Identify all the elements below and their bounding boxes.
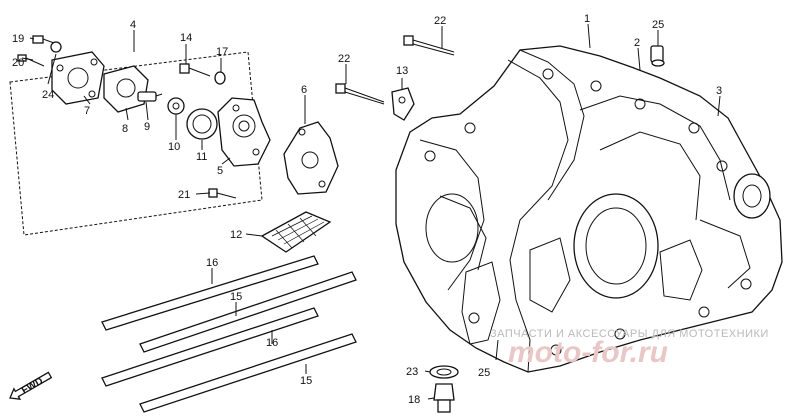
callout-6: 6 [301,84,307,96]
sealing-washer-23 [429,365,459,379]
fwd-direction-marker: FWD [9,371,53,400]
callout-5: 5 [217,165,223,177]
callout-3: 3 [716,85,722,97]
watermark: ЗАПЧАСТИ И АКСЕССУАРЫ ДЛЯ МОТОТЕХНИКИ mo… [490,328,769,369]
callout-7: 7 [84,105,90,117]
crankcase-body [395,45,783,373]
callout-labels: 1 2 3 4 5 6 7 8 9 10 11 12 13 14 15 15 1… [12,13,722,406]
stud-bolt-15-lower [139,333,357,413]
outer-rotor-11 [186,108,218,140]
callout-17: 17 [216,46,228,58]
callout-22-top: 22 [434,15,446,27]
callout-2: 2 [634,37,640,49]
pump-plate-6 [283,121,339,195]
callout-14: 14 [180,32,192,44]
stud-bolt-15-upper [139,271,357,353]
fwd-label: FWD [20,376,45,397]
callout-25-top: 25 [652,19,664,31]
bolt-22-center [335,83,385,105]
callout-15-lower: 15 [300,375,312,387]
oil-pump-group-box [9,51,263,236]
inner-rotor-10 [167,97,185,115]
callout-23: 23 [406,366,418,378]
leader-lines [21,23,721,400]
watermark-caption: ЗАПЧАСТИ И АКСЕССУАРЫ ДЛЯ МОТОТЕХНИКИ [490,328,769,340]
pump-body-5 [217,97,271,167]
bolt-14 [179,63,211,77]
callout-22-center: 22 [338,53,350,65]
callout-12: 12 [230,229,242,241]
callout-4: 4 [130,19,136,31]
callout-10: 10 [168,141,180,153]
stud-bolt-16-upper [101,255,319,331]
callout-1: 1 [584,13,590,25]
callout-13: 13 [396,65,408,77]
callout-16-upper: 16 [206,257,218,269]
pump-gasket-8 [103,65,149,113]
callout-20: 20 [12,57,24,69]
callout-19: 19 [12,33,24,45]
dowel-pin-2 [651,59,665,67]
washer-24 [50,41,62,53]
callout-24: 24 [42,89,54,101]
oil-strainer-12 [260,211,332,253]
callout-18: 18 [408,394,420,406]
bolt-22-top [403,35,455,56]
callout-25-bottom: 25 [478,367,490,379]
clamp-13 [391,87,415,121]
callout-21: 21 [178,189,190,201]
stud-bolt-16-lower [101,307,319,387]
washer-17 [214,71,226,85]
drain-bolt-18 [433,383,455,413]
callout-9: 9 [144,121,150,133]
pump-cover-plate-7 [51,51,105,105]
callout-16-lower: 16 [266,337,278,349]
pin-9 [137,91,163,102]
bolt-21 [208,188,237,199]
bolt-19 [32,35,55,44]
callout-11: 11 [196,151,207,163]
callout-15-upper: 15 [230,291,242,303]
callout-8: 8 [122,123,128,135]
watermark-brand: moto-for.ru [508,336,668,369]
